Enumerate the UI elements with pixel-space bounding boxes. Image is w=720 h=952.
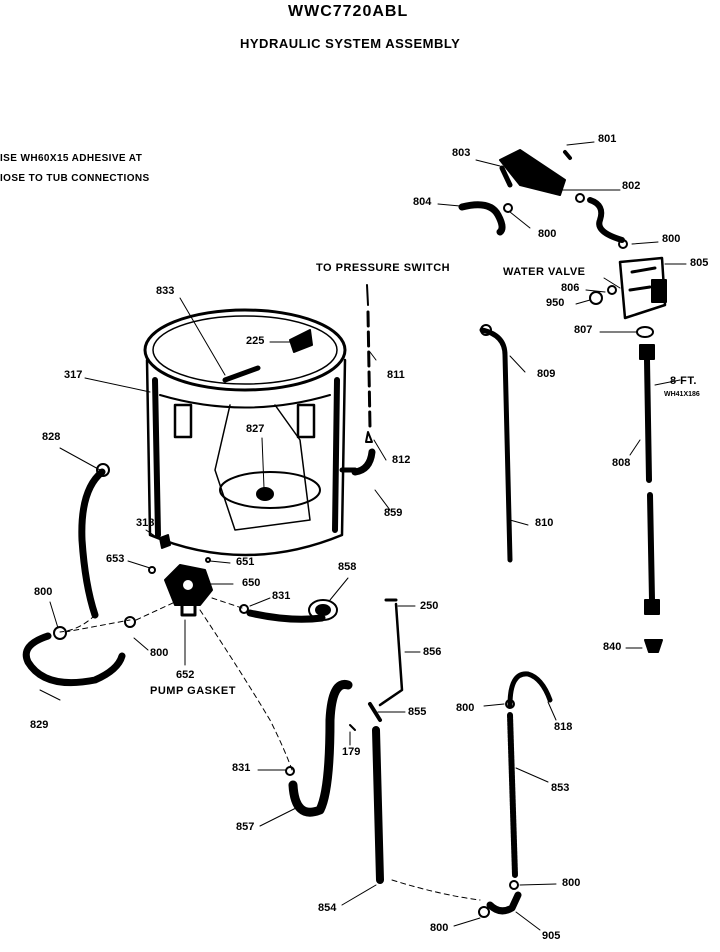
adhesive-note-line2: IOSE TO TUB CONNECTIONS: [0, 173, 150, 184]
part-853: 853: [551, 782, 570, 794]
part-800-valve: 800: [662, 233, 681, 245]
part-905: 905: [542, 930, 561, 942]
leader-lines: [39, 141, 687, 931]
part-650: 650: [242, 577, 261, 589]
part-651: 651: [236, 556, 255, 568]
part-833: 833: [156, 285, 175, 297]
part-801: 801: [598, 133, 617, 145]
part-857: 857: [236, 821, 255, 833]
part-805: 805: [690, 257, 709, 269]
hose-809-810-drawing: [479, 324, 513, 563]
diagram-subtitle: HYDRAULIC SYSTEM ASSEMBLY: [240, 36, 461, 51]
tub-drawing: [143, 308, 358, 557]
part-831-upper: 831: [272, 590, 291, 602]
part-318: 318: [136, 517, 155, 529]
part-829: 829: [30, 719, 49, 731]
part-800-bottom: 800: [430, 922, 449, 934]
tube-856-drawing: [349, 598, 481, 901]
diagram-title: WWC7720ABL: [288, 3, 409, 20]
pump-drawing: [148, 557, 213, 617]
fill-inlet-drawing: [458, 149, 628, 249]
part-652: 652: [176, 669, 195, 681]
part-810: 810: [535, 517, 554, 529]
part-800-top: 800: [538, 228, 557, 240]
part-827: 827: [246, 423, 265, 435]
pressure-tube-drawing: [351, 284, 376, 476]
part-831-lower: 831: [232, 762, 251, 774]
part-800-mid: 800: [456, 702, 475, 714]
part-855: 855: [408, 706, 427, 718]
hose-831-858-drawing: [211, 597, 338, 623]
part-179: 179: [342, 746, 361, 758]
part-802: 802: [622, 180, 641, 192]
part-811: 811: [387, 369, 405, 381]
part-854: 854: [318, 902, 337, 914]
adhesive-note-line1: ISE WH60X15 ADHESIVE AT: [0, 153, 143, 164]
part-804: 804: [413, 196, 432, 208]
part-250: 250: [420, 600, 439, 612]
part-800-bottom-right: 800: [562, 877, 581, 889]
part-828: 828: [42, 431, 61, 443]
part-859: 859: [384, 507, 403, 519]
to-pressure-switch-label: TO PRESSURE SWITCH: [316, 262, 451, 274]
part-809: 809: [537, 368, 556, 380]
eight-ft-label: 8 FT.: [670, 375, 697, 387]
wh41x186-label: WH41X186: [664, 391, 700, 398]
part-950: 950: [546, 297, 565, 309]
hose-828-829-drawing: [22, 463, 176, 687]
fill-hose-808-drawing: [639, 344, 663, 653]
part-806: 806: [561, 282, 580, 294]
part-800-pump: 800: [150, 647, 169, 659]
water-valve-drawing: [589, 256, 667, 338]
water-valve-label: WATER VALVE: [503, 266, 586, 278]
part-653: 653: [106, 553, 125, 565]
part-818: 818: [554, 721, 573, 733]
part-840: 840: [603, 641, 622, 653]
hose-857-drawing: [199, 609, 353, 817]
part-225: 225: [246, 335, 265, 347]
hose-853-drawing: [478, 671, 553, 918]
part-317: 317: [64, 369, 83, 381]
part-808: 808: [612, 457, 631, 469]
part-800-left: 800: [34, 586, 53, 598]
part-803: 803: [452, 147, 471, 159]
part-812: 812: [392, 454, 411, 466]
pump-gasket-label: PUMP GASKET: [150, 685, 236, 697]
part-856: 856: [423, 646, 442, 658]
part-858: 858: [338, 561, 357, 573]
part-807: 807: [574, 324, 593, 336]
